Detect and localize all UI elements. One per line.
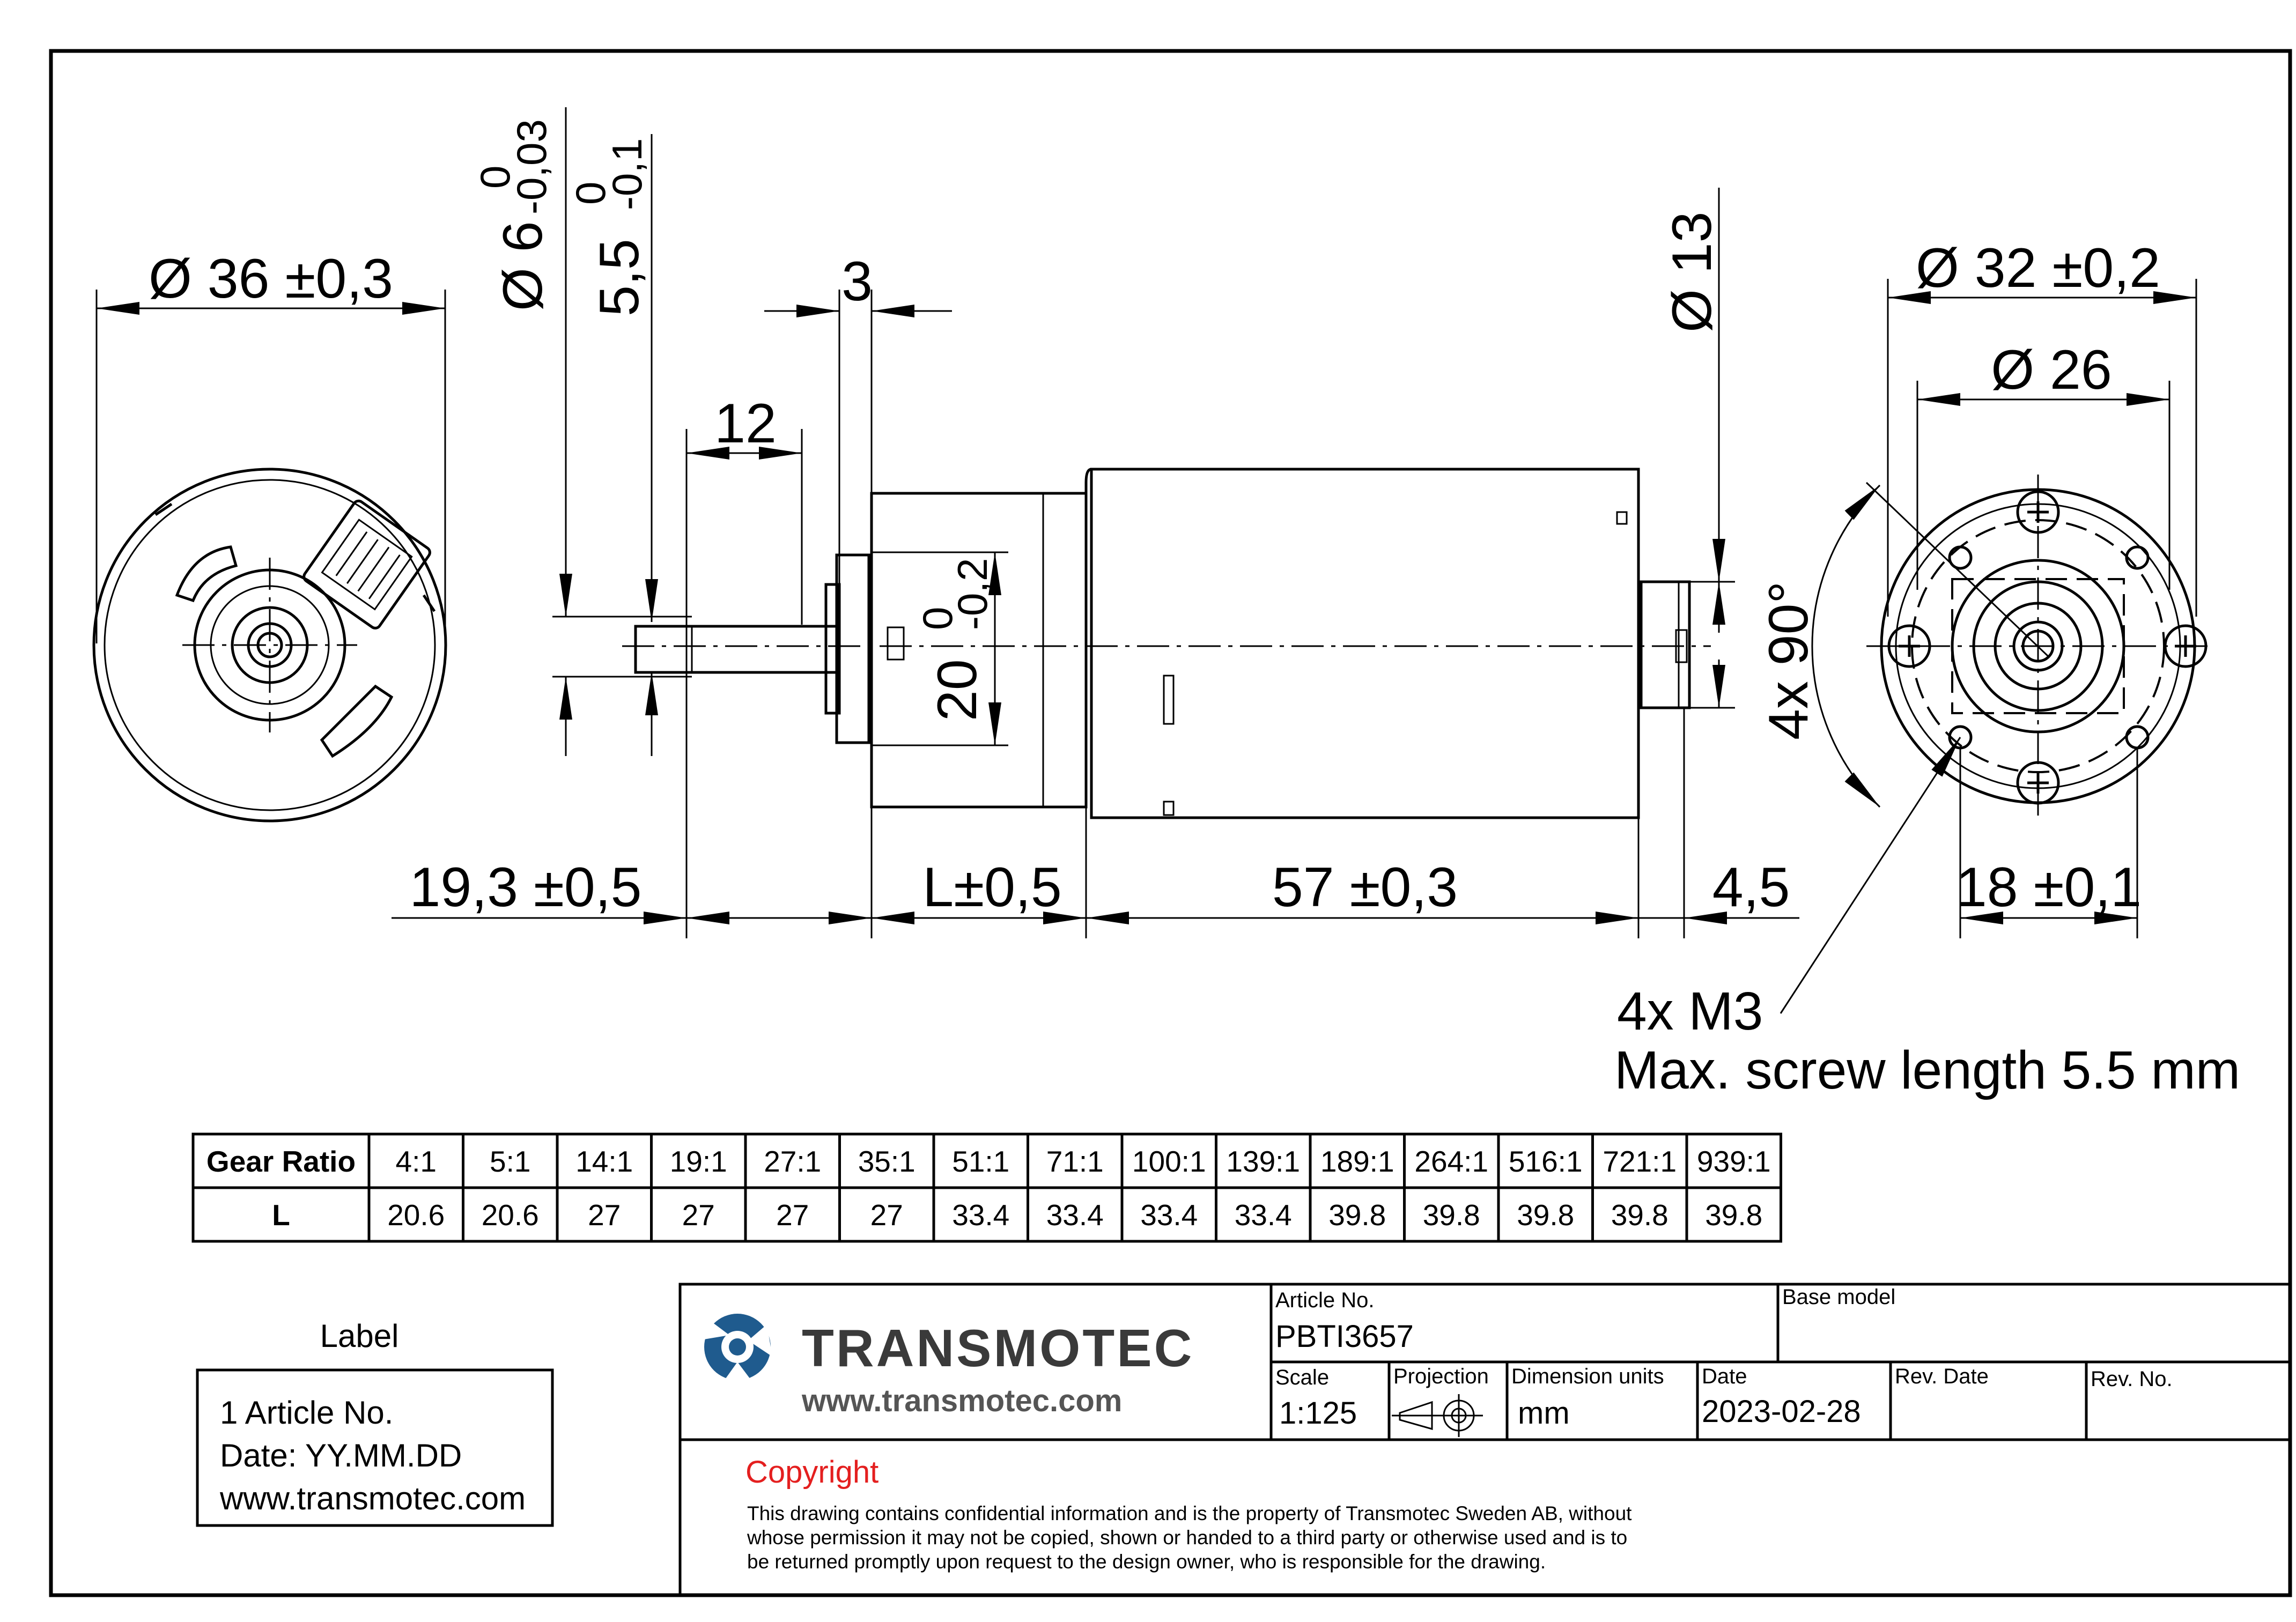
dimension-units-label: Dimension units — [1511, 1365, 1664, 1388]
gear-length-cell: 39.8 — [1611, 1198, 1669, 1232]
scale-value: 1:125 — [1279, 1396, 1357, 1431]
gear-length-cell: 33.4 — [1046, 1198, 1104, 1232]
gear-ratio-cell: 189:1 — [1320, 1145, 1394, 1178]
gear-length-cell: 27 — [870, 1198, 903, 1232]
gear-length-cell: 33.4 — [952, 1198, 1009, 1232]
gear-ratio-cell: 14:1 — [575, 1145, 633, 1178]
gear-length-cell: 27 — [776, 1198, 809, 1232]
dim-d13: Ø 13 — [1641, 188, 1735, 709]
gear-length-cell: 20.6 — [482, 1198, 539, 1232]
dim-d6-label: Ø 6 — [492, 221, 554, 311]
gear-ratio-cell: 27:1 — [764, 1145, 821, 1178]
gear-ratio-cell: 35:1 — [858, 1145, 916, 1178]
dimension-units-value: mm — [1518, 1396, 1570, 1431]
copyright-line3: be returned promptly upon request to the… — [747, 1551, 1546, 1573]
dim-w12: 12 — [685, 392, 803, 938]
dim-d20-tol-lower: -0,2 — [949, 558, 996, 630]
label-box-line2: Date: YY.MM.DD — [220, 1438, 462, 1473]
dim-d6-tol-upper: 0 — [471, 166, 519, 189]
dim-angle-label: 4x 90° — [1758, 581, 1820, 740]
gear-length-cell: 39.8 — [1705, 1198, 1762, 1232]
screw-note-label: 4x M3 — [1617, 981, 1763, 1041]
dim-d20: 20 0 -0,2 — [872, 551, 1008, 746]
gear-ratio-cell: 516:1 — [1509, 1145, 1583, 1178]
dim-d13-label: Ø 13 — [1661, 212, 1723, 332]
gear-length-cell: 20.6 — [387, 1198, 445, 1232]
article-no-value: PBTI3657 — [1275, 1319, 1414, 1354]
gear-length-cell: 39.8 — [1328, 1198, 1386, 1232]
dim-len45: 4,5 — [1712, 856, 1790, 919]
dim-d55-label: 5,5 — [588, 239, 651, 316]
bottom-dimension-chain: 19,3 ±0,5 L±0,5 57 ±0,3 4,5 — [392, 708, 1799, 938]
gear-length-cell: 27 — [588, 1198, 621, 1232]
dim-d6: Ø 6 0 -0,03 — [471, 107, 692, 756]
dim-len18-label: 18 ±0,1 — [1956, 856, 2142, 919]
title-block: TRANSMOTEC www.transmotec.com Article No… — [678, 1283, 2292, 1597]
right-end-view — [1865, 475, 2210, 818]
gear-ratio-cell: 51:1 — [952, 1145, 1009, 1178]
scale-label: Scale — [1275, 1366, 1329, 1389]
gear-ratio-cell: 939:1 — [1697, 1145, 1771, 1178]
base-model-label: Base model — [1782, 1285, 1895, 1309]
transmotec-logo — [697, 1314, 772, 1383]
screw-length-note: Max. screw length 5.5 mm — [1614, 1040, 2240, 1100]
projection-symbol-icon — [1392, 1394, 1483, 1437]
gear-table-row-label: L — [272, 1198, 290, 1232]
gear-table-header-label: Gear Ratio — [206, 1145, 356, 1178]
left-end-view — [92, 468, 447, 823]
dim-d36-label: Ø 36 ±0,3 — [149, 248, 393, 310]
gear-length-cell: 33.4 — [1140, 1198, 1198, 1232]
dim-d36: Ø 36 ±0,3 — [95, 248, 446, 643]
date-value: 2023-02-28 — [1702, 1394, 1861, 1429]
date-label: Date — [1702, 1365, 1747, 1388]
side-view — [622, 468, 1711, 819]
dim-w12-label: 12 — [714, 392, 777, 455]
dim-d6-tol-lower: -0,03 — [508, 119, 555, 214]
dim-d26: Ø 26 — [1916, 339, 2171, 590]
dim-d55: 5,5 0 -0,1 — [567, 134, 658, 756]
label-box-line3: www.transmotec.com — [219, 1480, 526, 1516]
dim-len57: 57 ±0,3 — [1272, 856, 1458, 919]
dim-w3: 3 — [764, 250, 952, 606]
gear-ratio-cell: 71:1 — [1046, 1145, 1104, 1178]
gear-ratio-cell: 139:1 — [1226, 1145, 1300, 1178]
label-box-title: Label — [320, 1318, 399, 1354]
gear-ratio-cell: 5:1 — [490, 1145, 530, 1178]
copyright-line1: This drawing contains confidential infor… — [747, 1502, 1632, 1524]
dim-d32: Ø 32 ±0,2 — [1887, 237, 2197, 617]
copyright-line2: whose permission it may not be copied, s… — [747, 1527, 1627, 1549]
brand-url: www.transmotec.com — [801, 1383, 1122, 1418]
gear-ratio-cell: 100:1 — [1132, 1145, 1206, 1178]
gear-length-cell: 39.8 — [1423, 1198, 1480, 1232]
dim-len18: 18 ±0,1 — [1956, 748, 2142, 938]
dim-len193: 19,3 ±0,5 — [410, 856, 642, 919]
dim-w3-label: 3 — [841, 250, 873, 313]
gear-length-cell: 33.4 — [1235, 1198, 1292, 1232]
gear-length-cell: 27 — [682, 1198, 715, 1232]
screw-note: 4x M3 Max. screw length 5.5 mm — [1614, 737, 2240, 1100]
dim-d26-label: Ø 26 — [1991, 339, 2112, 401]
rev-no-label: Rev. No. — [2091, 1367, 2173, 1391]
article-no-label: Article No. — [1275, 1288, 1375, 1312]
brand-name: TRANSMOTEC — [802, 1319, 1194, 1377]
dim-d55-tol-lower: -0,1 — [603, 138, 651, 210]
dim-angle: 4x 90° — [1758, 484, 1881, 808]
projection-label: Projection — [1393, 1365, 1489, 1388]
label-box: Label 1 Article No. Date: YY.MM.DD www.t… — [196, 1318, 554, 1527]
gear-ratio-cell: 721:1 — [1603, 1145, 1677, 1178]
gear-ratio-cell: 19:1 — [670, 1145, 727, 1178]
copyright-title: Copyright — [745, 1455, 878, 1490]
rev-date-label: Rev. Date — [1895, 1365, 1989, 1388]
dim-d20-tol-upper: 0 — [914, 607, 961, 630]
label-box-line1: 1 Article No. — [220, 1395, 393, 1431]
dim-d20-label: 20 — [926, 659, 988, 721]
dim-lenL: L±0,5 — [922, 856, 1062, 919]
gear-ratio-cell: 264:1 — [1414, 1145, 1488, 1178]
gear-ratio-cell: 4:1 — [396, 1145, 437, 1178]
dim-d32-label: Ø 32 ±0,2 — [1916, 237, 2160, 299]
dim-d55-tol-upper: 0 — [567, 182, 614, 205]
gear-length-cell: 39.8 — [1517, 1198, 1574, 1232]
